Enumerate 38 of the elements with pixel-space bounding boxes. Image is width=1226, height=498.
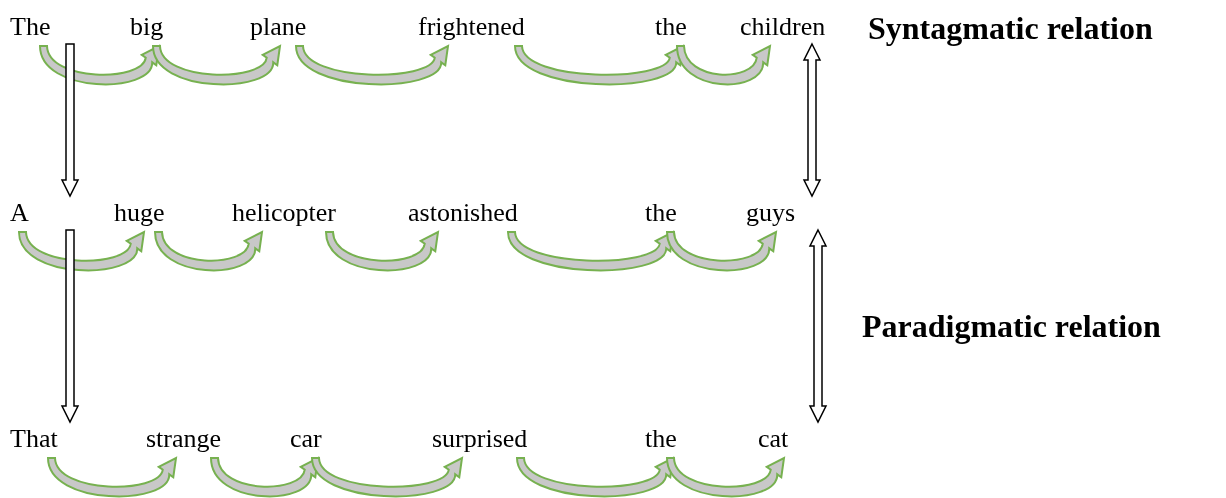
curved-arrow (666, 457, 785, 498)
relation-label: Paradigmatic relation (862, 308, 1161, 344)
word: huge (114, 198, 165, 228)
curved-arrow (210, 457, 319, 498)
curved-arrow (666, 231, 777, 272)
word: surprised (432, 424, 528, 454)
word: strange (146, 424, 222, 454)
curved-arrow (18, 231, 145, 272)
word: guys (746, 198, 796, 228)
word: frightened (418, 12, 525, 42)
curved-arrow (516, 457, 674, 498)
word: The (10, 12, 51, 42)
curved-arrow (514, 45, 684, 86)
block-arrow (60, 229, 80, 424)
curved-arrow (311, 457, 463, 498)
word: A (10, 198, 29, 228)
word: cat (758, 424, 789, 454)
curved-arrow (47, 457, 177, 498)
curved-arrow (154, 231, 263, 272)
word: That (10, 424, 58, 454)
double-arrow (802, 42, 822, 198)
curved-arrow (295, 45, 449, 86)
word: car (290, 424, 322, 454)
curved-arrow (507, 231, 674, 272)
word: helicopter (232, 198, 336, 228)
word: the (645, 424, 677, 454)
relation-label: Syntagmatic relation (868, 10, 1153, 46)
word: plane (250, 12, 307, 42)
word: children (740, 12, 826, 42)
curved-arrow (325, 231, 439, 272)
word: astonished (408, 198, 518, 228)
word: the (655, 12, 687, 42)
double-arrow (808, 228, 828, 424)
word: the (645, 198, 677, 228)
word: big (130, 12, 164, 42)
curved-arrow (152, 45, 281, 86)
block-arrow (60, 43, 80, 198)
curved-arrow (676, 45, 771, 86)
